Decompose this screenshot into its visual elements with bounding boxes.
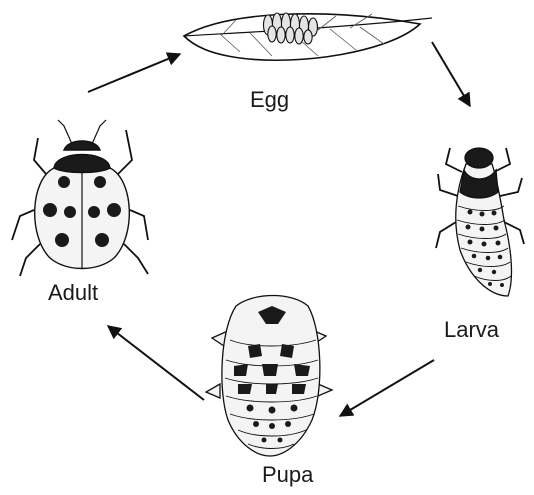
larva-illustration: [436, 148, 524, 296]
larva-head: [465, 148, 493, 168]
adult-label: Adult: [48, 280, 98, 306]
pupa-label: Pupa: [262, 462, 313, 488]
larva-label: Larva: [444, 317, 499, 343]
arrow-larva-to-pupa: [340, 360, 434, 416]
ladybug-head: [64, 141, 100, 150]
arrow-adult-to-egg: [88, 54, 180, 92]
arrow-pupa-to-adult: [108, 326, 204, 400]
pupa-illustration: [206, 296, 332, 457]
egg-on-leaf-illustration: [184, 13, 432, 60]
adult-ladybug-illustration: [12, 120, 148, 276]
ladybug-pronotum: [54, 155, 110, 173]
arrow-egg-to-larva: [432, 42, 470, 106]
egg-label: Egg: [250, 87, 289, 113]
